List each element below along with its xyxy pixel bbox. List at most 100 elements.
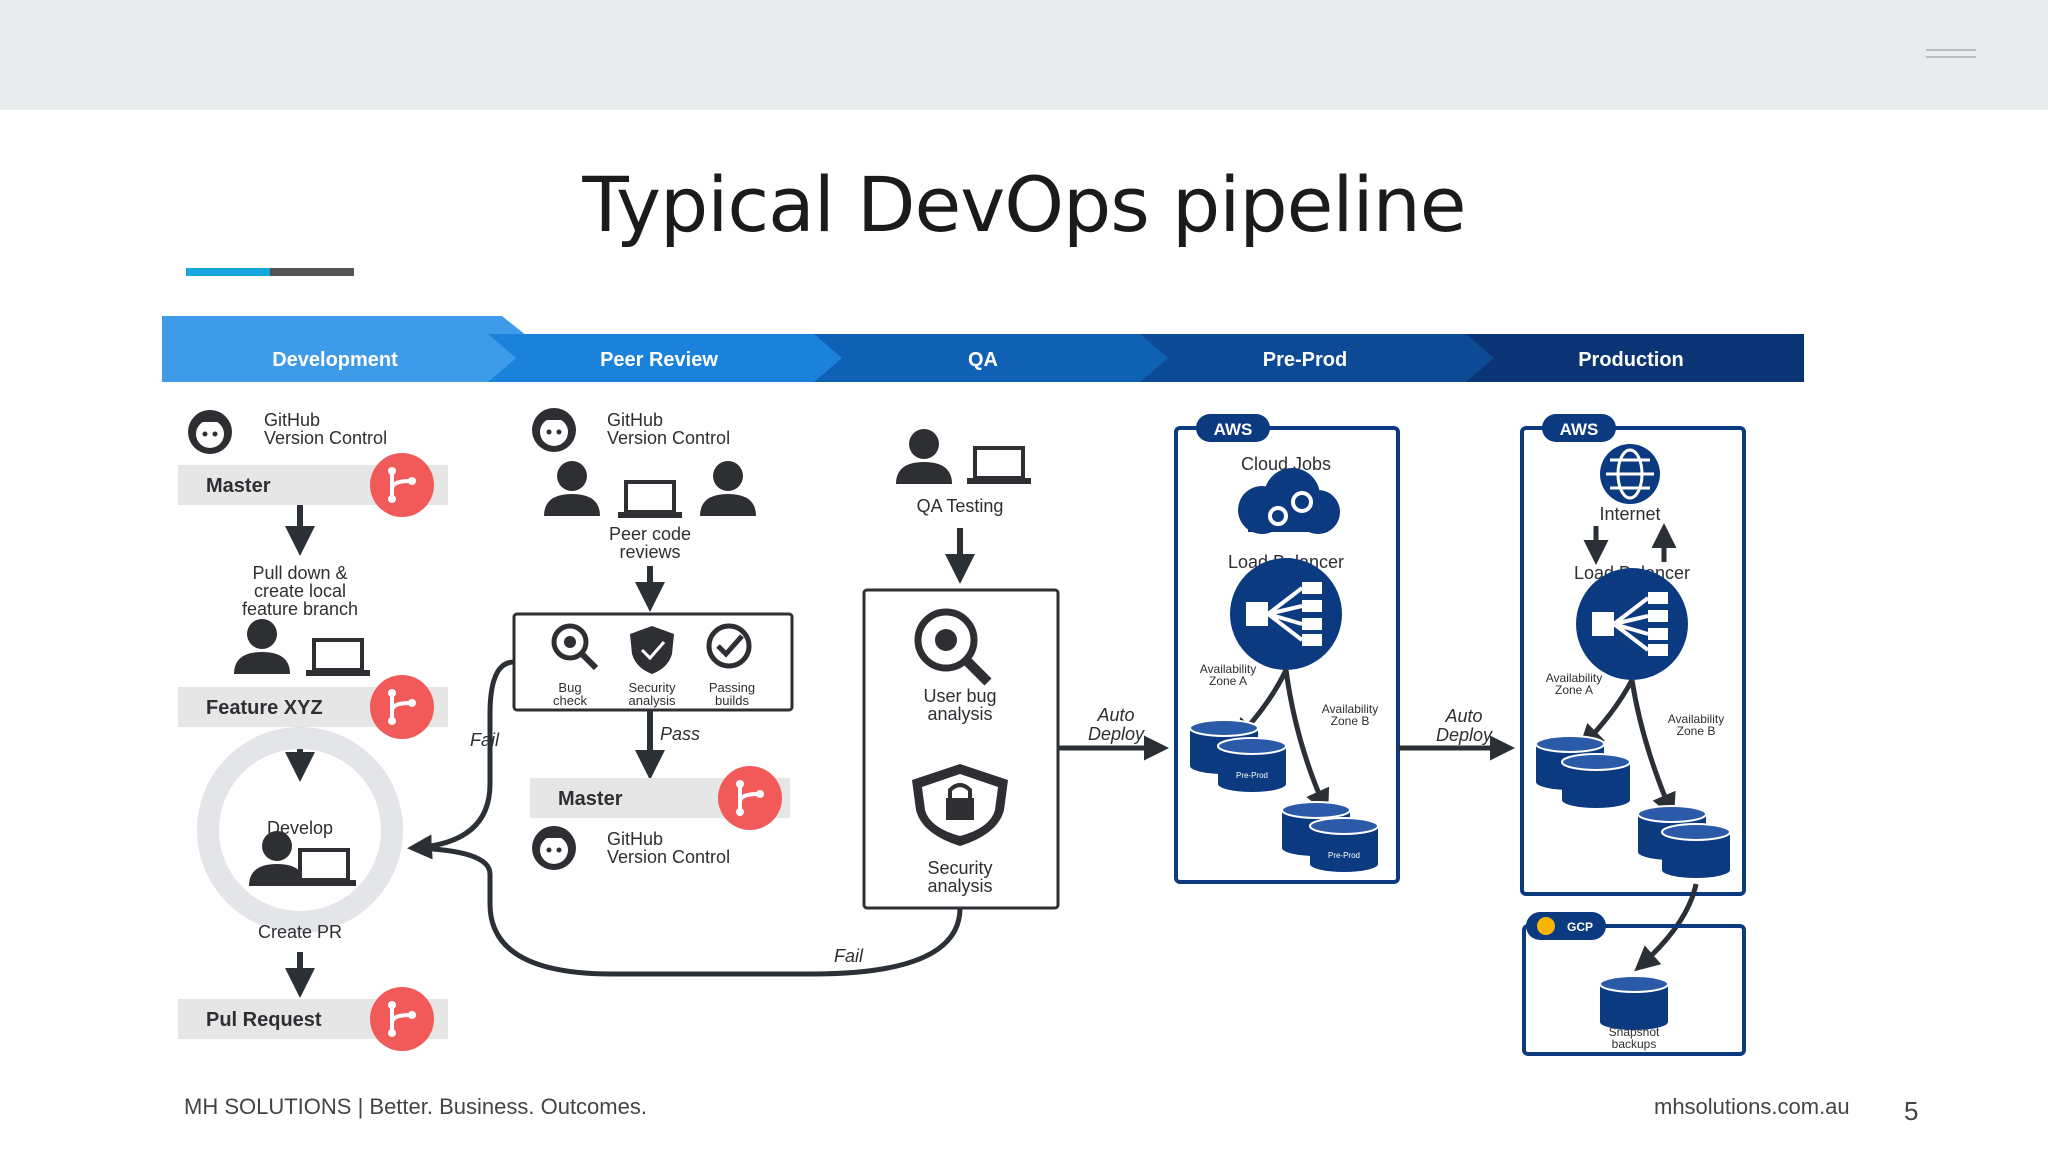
preprod-zone-b1: Availability (1322, 702, 1378, 716)
gcp-box (1522, 924, 1746, 1056)
stage-label: Development (272, 349, 398, 371)
cycle-icon (197, 727, 403, 933)
preprod-aws-label: AWS (1214, 420, 1253, 439)
pull-down-line2: create local (254, 581, 346, 601)
check-label: analysis (629, 693, 676, 708)
internet-label: Internet (1599, 504, 1660, 524)
database-icon (1599, 975, 1669, 1031)
pr-github-line1: GitHub (607, 410, 663, 430)
dev-feature-label: Feature XYZ (206, 697, 323, 719)
user-icon (544, 461, 600, 516)
prod-zone-b2: Zone B (1677, 724, 1716, 738)
github-icon (532, 408, 576, 452)
page-number: 5 (1904, 1096, 1919, 1126)
check-label: Security (629, 680, 676, 695)
snapshot-line2: backups (1612, 1037, 1657, 1051)
security-line1: Security (927, 858, 992, 878)
footer-company: MH SOLUTIONS | Better. Business. Outcome… (184, 1094, 647, 1119)
footer-website[interactable]: mhsolutions.com.au (1654, 1094, 1850, 1119)
preprod-auto-line1: Auto (1444, 706, 1482, 726)
bug-icon (914, 608, 992, 686)
user-bug-line2: analysis (927, 704, 992, 724)
aws-badge (1196, 414, 1270, 442)
laptop-icon (965, 446, 1033, 486)
database-icon (1661, 823, 1731, 879)
qa-auto-line1: Auto (1096, 705, 1134, 725)
menu-icon[interactable] (1926, 44, 1976, 68)
stage-label: Production (1578, 349, 1684, 371)
snapshot-line1: Snapshot (1609, 1025, 1660, 1039)
laptop-icon (290, 848, 358, 888)
qa-fail-label: Fail (834, 946, 864, 966)
cloud-jobs-label: Cloud Jobs (1241, 454, 1331, 474)
create-pr-label: Create PR (258, 922, 342, 942)
pull-down-line1: Pull down & (252, 563, 347, 583)
stage-qa-shape (814, 334, 1182, 382)
user-icon (234, 619, 290, 674)
stage-development-shape (162, 334, 530, 382)
stage-production-shape (1466, 334, 1804, 382)
pr-master-label: Master (558, 788, 623, 810)
prod-zone-a2: Zone A (1555, 683, 1593, 697)
user-icon (700, 461, 756, 516)
preprod-auto-line2: Deploy (1436, 725, 1493, 745)
stage-peer-review-shape (488, 334, 856, 382)
cloud-gear-icon (1238, 468, 1340, 534)
preprod-zone-b2: Zone B (1331, 714, 1370, 728)
top-bar (0, 0, 2048, 110)
dev-master-label: Master (206, 475, 271, 497)
preprod-zone-a2: Zone A (1209, 674, 1247, 688)
laptop-icon (304, 638, 372, 678)
bug-icon (551, 623, 599, 671)
github-icon (188, 410, 232, 454)
load-balancer-icon (1228, 556, 1344, 672)
load-balancer-icon (1574, 566, 1690, 682)
pr-github2-line2: Version Control (607, 847, 730, 867)
security-line2: analysis (927, 876, 992, 896)
check-label: Passing (709, 680, 755, 695)
prod-aws-label: AWS (1560, 420, 1599, 439)
pr-github2-line1: GitHub (607, 829, 663, 849)
github-icon (532, 826, 576, 870)
devops-pipeline-diagram: Development Peer Review QA Pre-Prod Prod… (112, 284, 1932, 1074)
branch-icon (368, 985, 436, 1053)
branch-icon (368, 451, 436, 519)
stage-banner: Development Peer Review QA Pre-Prod Prod… (162, 316, 1804, 382)
dev-github-line2: Version Control (264, 428, 387, 448)
check-label: check (553, 693, 587, 708)
prod-zone-b1: Availability (1668, 712, 1724, 726)
pass-label: Pass (660, 724, 700, 744)
user-bug-line1: User bug (923, 686, 996, 706)
database-icon (1217, 737, 1287, 793)
preprod-db-label: Pre-Prod (1328, 851, 1360, 860)
gcp-label: GCP (1567, 920, 1593, 934)
branch-icon (716, 764, 784, 832)
development-column: GitHub Version Control Master Pull down … (178, 410, 448, 1053)
stage-label: Peer Review (600, 349, 718, 371)
dev-github-line1: GitHub (264, 410, 320, 430)
pull-down-line3: feature branch (242, 599, 358, 619)
internet-icon (1600, 444, 1660, 504)
aws-box (1174, 426, 1400, 884)
check-label: builds (715, 693, 749, 708)
database-icon (1309, 817, 1379, 873)
prod-zone-a1: Availability (1546, 671, 1602, 685)
slide-title: Typical DevOps pipeline (582, 160, 1466, 249)
peer-review-column: GitHub Version Control Peer code reviews… (407, 408, 794, 870)
pr-github-line2: Version Control (607, 428, 730, 448)
aws-badge (1542, 414, 1616, 442)
laptop-icon (616, 480, 684, 520)
database-icon (1561, 753, 1631, 809)
stage-label: QA (968, 349, 998, 371)
shield-icon (630, 626, 674, 674)
lock-icon (912, 764, 1008, 846)
peer-code-line2: reviews (619, 542, 680, 562)
qa-auto-line2: Deploy (1088, 724, 1145, 744)
branch-icon (368, 673, 436, 741)
stage-label: Pre-Prod (1263, 349, 1347, 371)
preprod-zone-a1: Availability (1200, 662, 1256, 676)
preprod-db-label: Pre-Prod (1236, 771, 1268, 780)
check-icon (706, 623, 752, 669)
qa-column: QA Testing User bug analysis Security an… (411, 429, 1169, 977)
preprod-column: AWS Cloud Jobs Load Balancer Availabilit… (1174, 414, 1515, 884)
